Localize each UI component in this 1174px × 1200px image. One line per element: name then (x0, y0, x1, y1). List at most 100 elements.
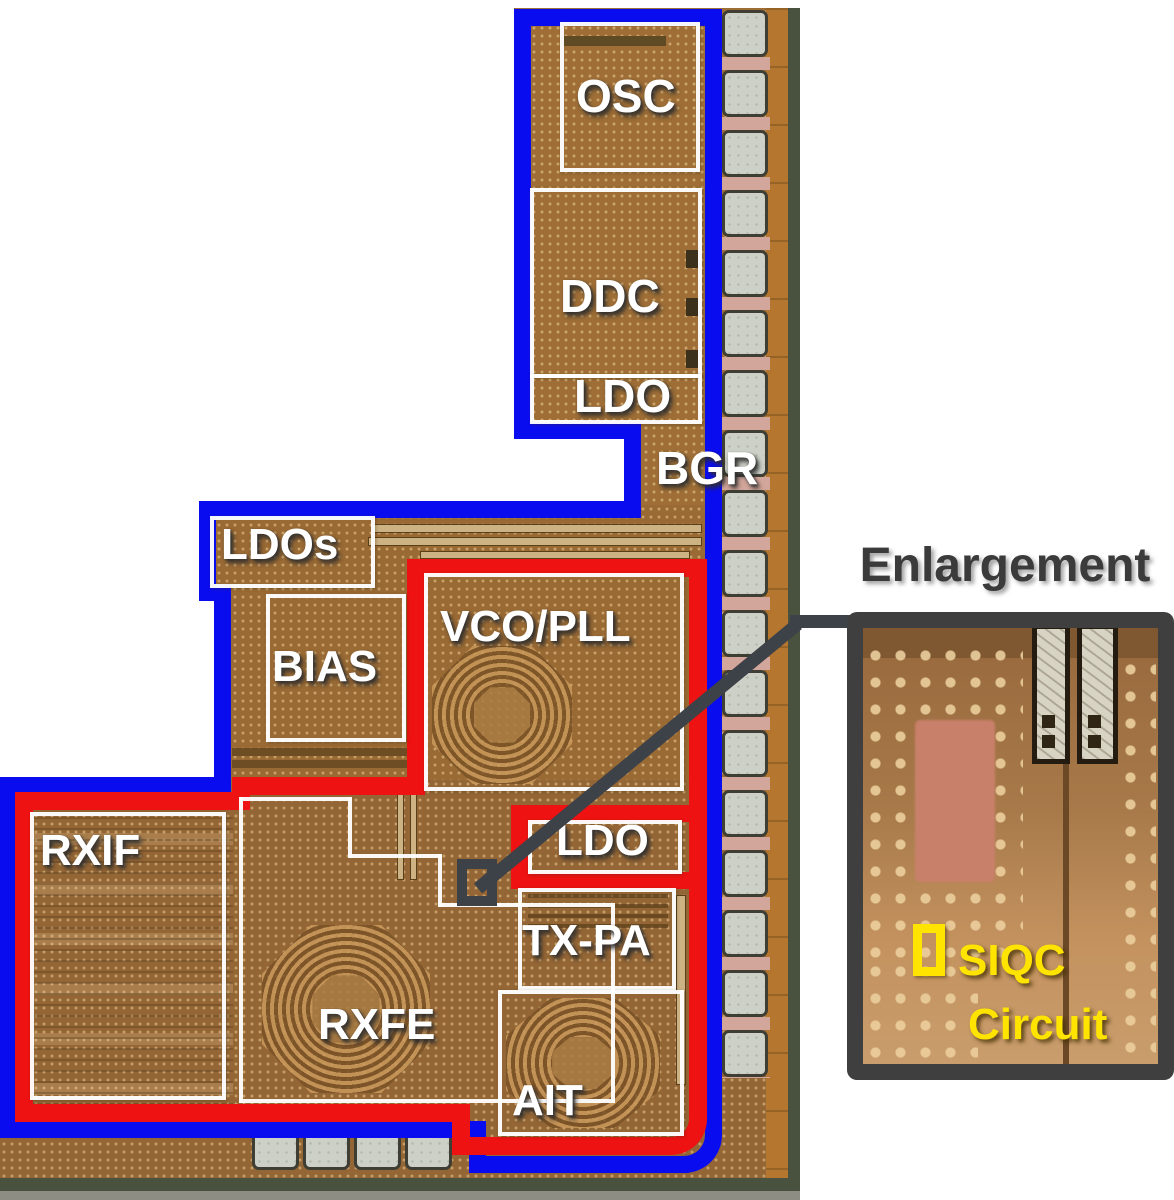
rxfe-inductor (262, 925, 430, 1093)
outline-segment (348, 797, 352, 858)
ait-block-box (498, 990, 684, 1136)
outline-segment (348, 854, 442, 858)
bond-pad (722, 850, 768, 897)
die-seal-ring-bottom (0, 1178, 800, 1191)
outline-segment (438, 854, 442, 907)
txpa-finger-lines (528, 924, 668, 928)
callout-line-horizontal (790, 615, 863, 628)
outline-segment (452, 1137, 657, 1155)
bias-label: BIAS (272, 642, 378, 691)
outline-segment (15, 792, 33, 1122)
bond-pad (722, 250, 768, 297)
metal-strip (1077, 628, 1118, 764)
ddc-connector (686, 350, 698, 368)
outline-segment (514, 9, 531, 439)
ait-label: AIT (512, 1076, 583, 1125)
bond-pad (722, 70, 768, 117)
ldo-top-label: LDO (574, 370, 672, 422)
routing-bus-bar (372, 524, 702, 533)
pad-connector-strip (720, 10, 770, 1078)
rxif-block-box (30, 812, 226, 1100)
enlarged-die-photo: SIQC Circuit (863, 628, 1158, 1064)
bond-pad (722, 970, 768, 1017)
outline-segment (611, 905, 615, 1103)
outline-segment (199, 501, 641, 518)
background-notch (505, 439, 625, 503)
bond-pad (722, 730, 768, 777)
bias-block-box (266, 594, 406, 742)
routing-bus-bar (420, 551, 690, 559)
vco-inductor (432, 646, 572, 784)
ait-inductor (506, 998, 660, 1128)
metal-strip (1032, 628, 1070, 764)
bond-pad (722, 10, 768, 57)
ddc-connector (686, 250, 698, 268)
rxif-label: RXIF (40, 826, 141, 875)
outline-segment (239, 797, 352, 801)
vco-pll-label: VCO/PLL (440, 602, 631, 651)
bond-pad (722, 310, 768, 357)
outline-segment (469, 1156, 689, 1173)
outline-segment (0, 777, 231, 794)
bond-pad (722, 130, 768, 177)
diffusion-region (915, 720, 995, 882)
osc-metal-bar (562, 36, 666, 46)
siqc-label-line2: Circuit (968, 1000, 1108, 1049)
outline-segment (0, 1121, 470, 1138)
outline-segment (407, 559, 425, 795)
enlargement-title: Enlargement (859, 539, 1151, 592)
outline-segment (705, 9, 722, 1116)
die-edge-orange-strip (766, 8, 788, 1180)
siqc-label-line1: SIQC (958, 936, 1066, 985)
contact-square (1088, 715, 1101, 728)
outline-segment (689, 559, 707, 1107)
bias-routing-bar (232, 748, 412, 756)
txpa-finger-lines (528, 894, 668, 898)
bond-pad (722, 550, 768, 597)
outline-segment (15, 792, 250, 810)
ldo-top-block-box (530, 374, 702, 424)
bgr-label: BGR (656, 442, 759, 494)
outline-segment (497, 903, 615, 907)
bias-routing-bar (232, 760, 412, 768)
outline-segment (0, 777, 17, 1138)
ddc-connector (686, 298, 698, 316)
outline-segment (514, 422, 641, 439)
background-step (195, 601, 215, 779)
routing-line-vertical (410, 790, 417, 880)
bond-pad (722, 490, 768, 537)
outline-segment (239, 1099, 615, 1103)
osc-block-box (560, 22, 700, 172)
outline-segment (214, 584, 231, 794)
siqc-highlight-rect (913, 924, 945, 976)
ldos-block-box (210, 516, 375, 588)
outline-segment (15, 1104, 470, 1122)
pad-column-right (722, 10, 768, 1077)
bond-pad (722, 1030, 768, 1077)
die-seal-ring-right (788, 8, 800, 1194)
outline-segment (232, 777, 425, 795)
routing-bus-bar (368, 537, 702, 546)
rxfe-label: RXFE (318, 1000, 436, 1049)
routing-line-vertical (397, 790, 404, 880)
outline-segment (239, 797, 243, 1103)
bond-pad (722, 190, 768, 237)
ldos-label: LDOs (221, 520, 339, 569)
bond-pad (722, 790, 768, 837)
contact-square (1042, 735, 1055, 748)
siqc-location-marker (457, 859, 497, 906)
contact-square (1088, 735, 1101, 748)
bond-pad (722, 370, 768, 417)
vco-pll-block-box (424, 573, 684, 791)
outline-segment (514, 9, 717, 26)
outline-segment (407, 559, 707, 577)
ldo-mid-label: LDO (556, 816, 649, 865)
ldo-box-segment (511, 872, 689, 889)
txpa-label: TX-PA (522, 916, 651, 965)
enlargement-inset: SIQC Circuit (847, 612, 1174, 1080)
metal-trace-vertical (1063, 764, 1069, 1064)
txpa-finger-lines (528, 914, 668, 918)
txpa-block-box (518, 888, 676, 990)
bond-pad (722, 910, 768, 957)
